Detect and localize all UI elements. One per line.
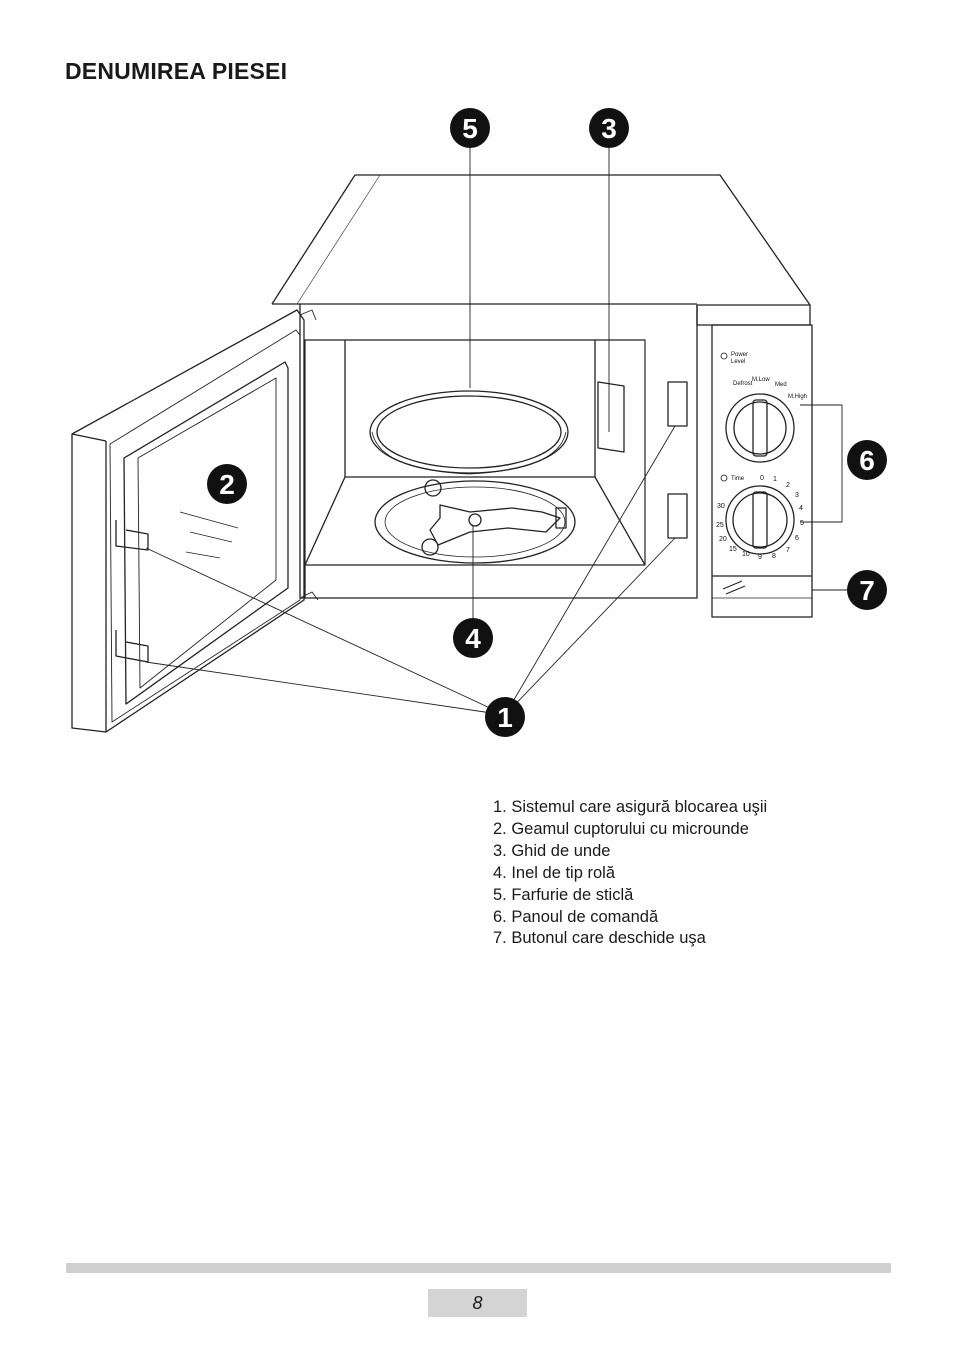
oven-body xyxy=(272,303,811,599)
legend-item: 5. Farfurie de sticlă xyxy=(493,885,634,904)
svg-text:1: 1 xyxy=(773,476,777,483)
panel-labels: Power Level Defrost M.Low Med M.High Tim… xyxy=(720,352,807,482)
svg-text:25: 25 xyxy=(716,522,724,529)
legend-item: 4. Inel de tip rolă xyxy=(493,863,615,882)
svg-text:0: 0 xyxy=(760,475,764,482)
marker-6: 6 xyxy=(847,440,887,480)
svg-text:5: 5 xyxy=(800,520,804,527)
oven-cavity xyxy=(304,339,646,598)
svg-text:20: 20 xyxy=(719,536,727,543)
power-dial xyxy=(725,393,795,463)
svg-text:3: 3 xyxy=(795,492,799,499)
label-med: Med xyxy=(775,382,787,388)
legend-item: 7. Butonul care deschide uşa xyxy=(493,929,706,948)
svg-text:8: 8 xyxy=(772,553,776,560)
control-panel xyxy=(711,324,813,618)
svg-text:9: 9 xyxy=(758,554,762,561)
glass-plate xyxy=(369,390,569,475)
svg-text:7: 7 xyxy=(786,547,790,554)
svg-text:2: 2 xyxy=(786,482,790,489)
svg-text:4: 4 xyxy=(465,623,481,654)
svg-text:1: 1 xyxy=(497,702,513,733)
timer-dial xyxy=(725,485,795,555)
legend-item: 1. Sistemul care asigură blocarea uşii xyxy=(493,798,768,816)
svg-text:5: 5 xyxy=(462,113,478,144)
footer-divider xyxy=(66,1263,891,1273)
marker-7: 7 xyxy=(847,570,887,610)
svg-text:7: 7 xyxy=(859,575,875,606)
svg-text:2: 2 xyxy=(219,469,235,500)
svg-text:15: 15 xyxy=(729,546,737,553)
roller-ring xyxy=(374,479,576,564)
page-number: 8 xyxy=(428,1289,527,1317)
svg-text:4: 4 xyxy=(799,505,803,512)
svg-text:6: 6 xyxy=(859,445,875,476)
microwave-parts-diagram: Power Level Defrost M.Low Med M.High Tim… xyxy=(71,108,887,737)
marker-3: 3 xyxy=(589,108,629,148)
label-m-high: M.High xyxy=(788,394,807,400)
latch-slots xyxy=(667,381,688,539)
waveguide-cover xyxy=(597,381,625,453)
marker-5: 5 xyxy=(450,108,490,148)
svg-text:6: 6 xyxy=(795,535,799,542)
marker-2: 2 xyxy=(207,464,247,504)
label-m-low: M.Low xyxy=(752,377,770,383)
page-title: DENUMIREA PIESEI xyxy=(65,58,288,84)
timer-numbers: 0 1 2 3 4 5 6 7 8 9 10 15 20 25 30 xyxy=(716,475,804,561)
oven-door xyxy=(71,309,319,733)
svg-text:30: 30 xyxy=(717,503,725,510)
label-power: Power xyxy=(731,352,748,358)
svg-text:3: 3 xyxy=(601,113,617,144)
legend-item: 2. Geamul cuptorului cu microunde xyxy=(493,819,749,838)
legend-item: 3. Ghid de unde xyxy=(493,841,611,860)
parts-legend: 1. Sistemul care asigură blocarea uşii 2… xyxy=(493,797,767,950)
label-time: Time xyxy=(731,476,745,482)
marker-1: 1 xyxy=(485,697,525,737)
label-level: Level xyxy=(731,359,745,365)
leader-lines xyxy=(145,140,848,716)
marker-4: 4 xyxy=(453,618,493,658)
legend-item: 6. Panoul de comandă xyxy=(493,907,659,926)
oven-top-outline xyxy=(271,174,811,306)
svg-text:10: 10 xyxy=(742,551,750,558)
label-defrost: Defrost xyxy=(733,381,753,387)
